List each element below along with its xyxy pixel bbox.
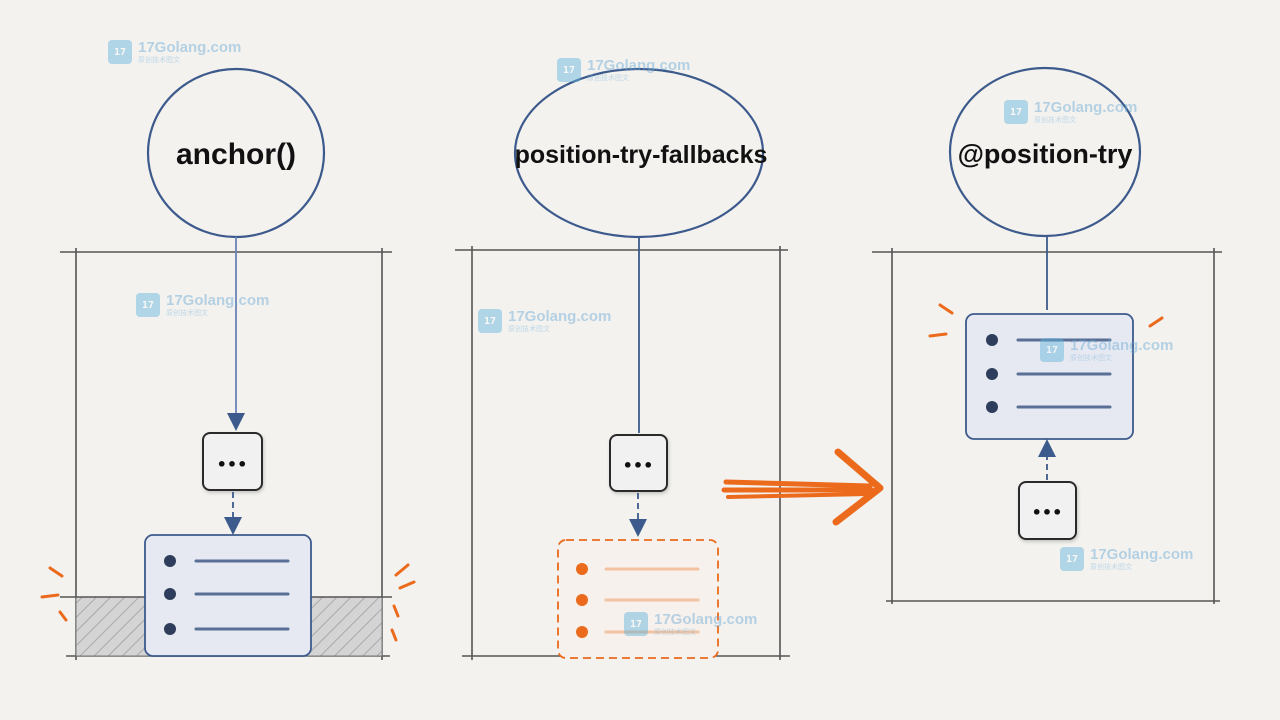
- anchor-button[interactable]: [1018, 481, 1077, 540]
- menu-dot: [576, 563, 588, 575]
- panel-position-try: @position-try •••: [872, 66, 1222, 604]
- popover-menu[interactable]: [965, 313, 1134, 440]
- anchor-button[interactable]: [609, 434, 668, 492]
- concept-title: position-try-fallbacks: [515, 141, 768, 169]
- more-icon: •••: [217, 455, 248, 474]
- anchor-button[interactable]: [202, 432, 263, 491]
- menu-dot: [986, 368, 998, 380]
- menu-dot: [164, 555, 176, 567]
- more-icon: •••: [1032, 503, 1063, 522]
- success-marks: [928, 303, 1164, 338]
- overflow-alert-marks: [40, 563, 416, 642]
- concept-ellipse: [948, 66, 1142, 238]
- concept-title: anchor(): [176, 138, 296, 171]
- transition-arrow: [721, 448, 884, 526]
- menu-dot: [986, 334, 998, 346]
- concept-title: @position-try: [958, 139, 1133, 169]
- menu-dot: [164, 588, 176, 600]
- panel-anchor: anchor() •••: [40, 67, 416, 660]
- more-icon: •••: [623, 456, 654, 475]
- popover-menu[interactable]: [144, 534, 312, 657]
- panel-position-try-fallbacks: position-try-fallbacks •••: [455, 67, 790, 660]
- fallback-menu-ghost: [557, 539, 719, 659]
- viewport-box: [455, 246, 790, 660]
- menu-dot: [576, 626, 588, 638]
- menu-dot: [576, 594, 588, 606]
- menu-dot: [164, 623, 176, 635]
- menu-dot: [986, 401, 998, 413]
